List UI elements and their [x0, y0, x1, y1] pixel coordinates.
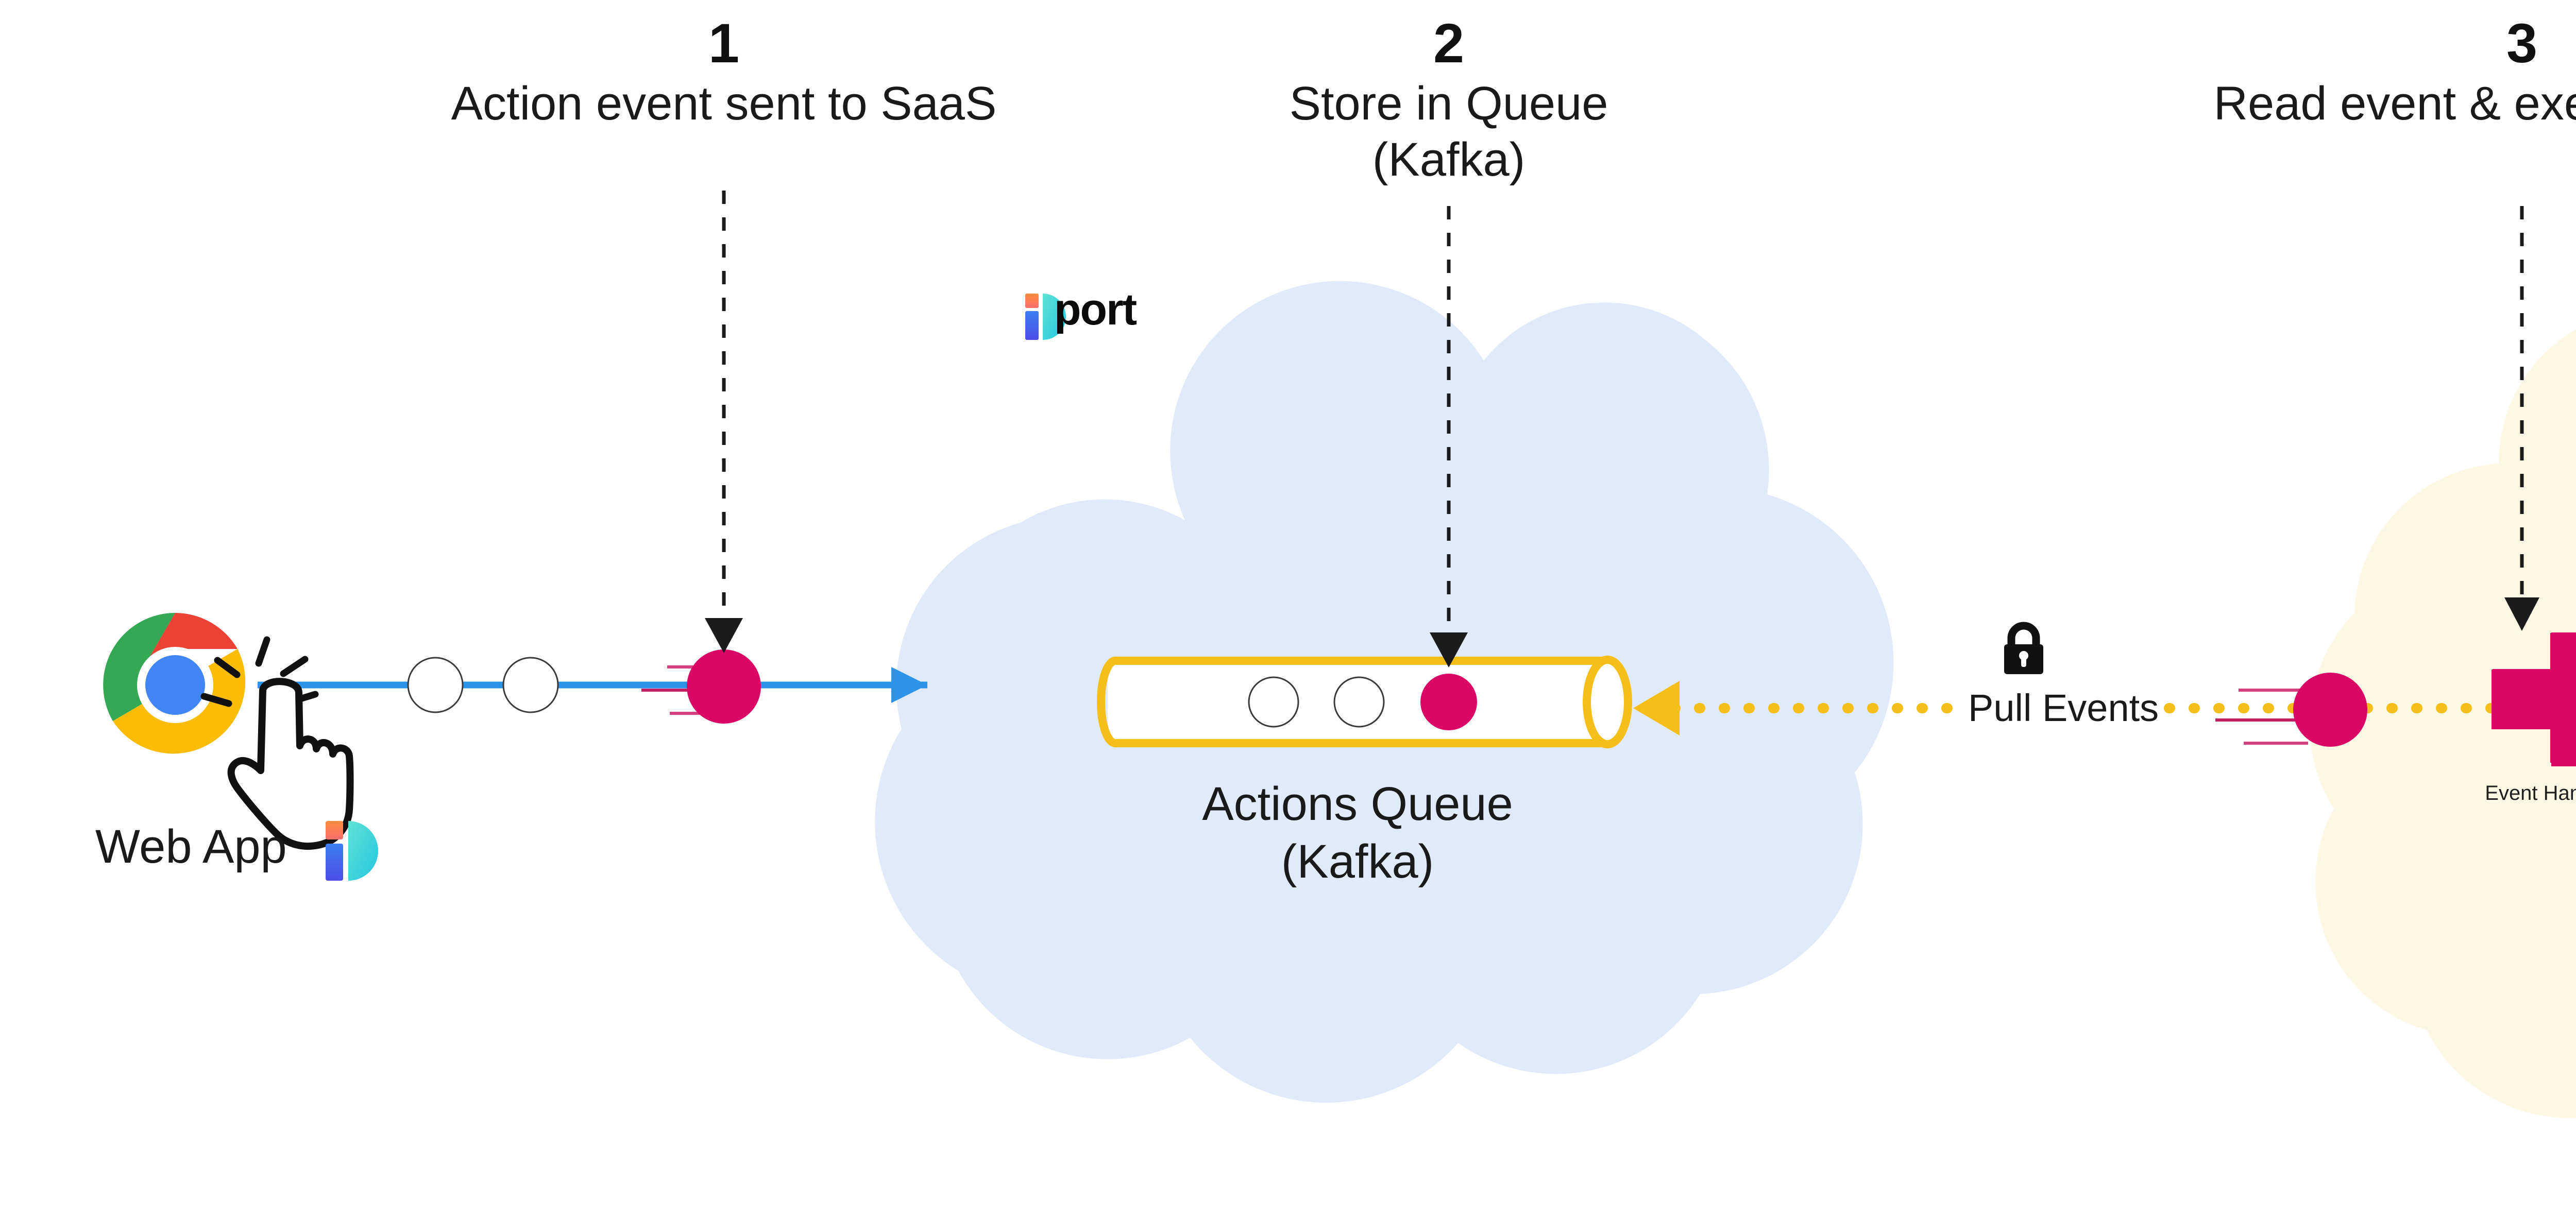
step1-dotted-arrow — [705, 191, 743, 653]
step-1-label: Action event sent to SaaS — [451, 77, 997, 130]
actions-queue-caption: Actions Queue (Kafka) — [1202, 775, 1513, 890]
event-packet-right — [2215, 673, 2367, 747]
port-logo-icon — [326, 821, 378, 881]
event-handler-label: Event Handler — [2485, 782, 2576, 804]
chrome-icon — [103, 613, 247, 757]
pointing-hand-cursor-icon — [200, 636, 354, 850]
pull-events-label: Pull Events — [1963, 686, 2164, 730]
queue-slot-filled — [1420, 674, 1477, 730]
step-2-label: Store in Queue — [1289, 77, 1608, 130]
step-3-header: 3 Read event & execute runner — [2214, 10, 2576, 132]
lock-icon — [2004, 622, 2043, 674]
actions-queue-sublabel: (Kafka) — [1281, 835, 1434, 888]
step-2-sublabel: (Kafka) — [1372, 133, 1526, 186]
step-3-label: Read event & execute runner — [2213, 77, 2576, 130]
runner-cloud-shape — [2309, 329, 2576, 1118]
queue-slot-empty-2 — [1333, 676, 1385, 728]
port-brand-mark-icon — [1025, 294, 1066, 340]
port-brand-wordmark: port — [1054, 285, 1137, 334]
step-1-header: 1 Action event sent to SaaS — [451, 10, 997, 132]
step2-dotted-arrow — [1430, 206, 1468, 667]
queue-slot-empty-1 — [1248, 676, 1299, 728]
step-2-number: 2 — [1433, 12, 1465, 74]
web-app-label: Web App — [95, 820, 287, 873]
event-handler-cross — [2492, 632, 2576, 766]
step-1-number: 1 — [708, 12, 740, 74]
actions-queue-cylinder — [1097, 656, 1632, 748]
event-packet-left — [641, 649, 761, 724]
webapp-to-cloud-line — [258, 657, 927, 713]
step-2-header: 2 Store in Queue (Kafka) — [1290, 10, 1608, 188]
step3-dotted-arrow — [2504, 206, 2539, 631]
actions-queue-label: Actions Queue — [1202, 778, 1513, 830]
step-3-number: 3 — [2506, 12, 2538, 74]
pull-events-dotted-line — [1633, 681, 2504, 735]
